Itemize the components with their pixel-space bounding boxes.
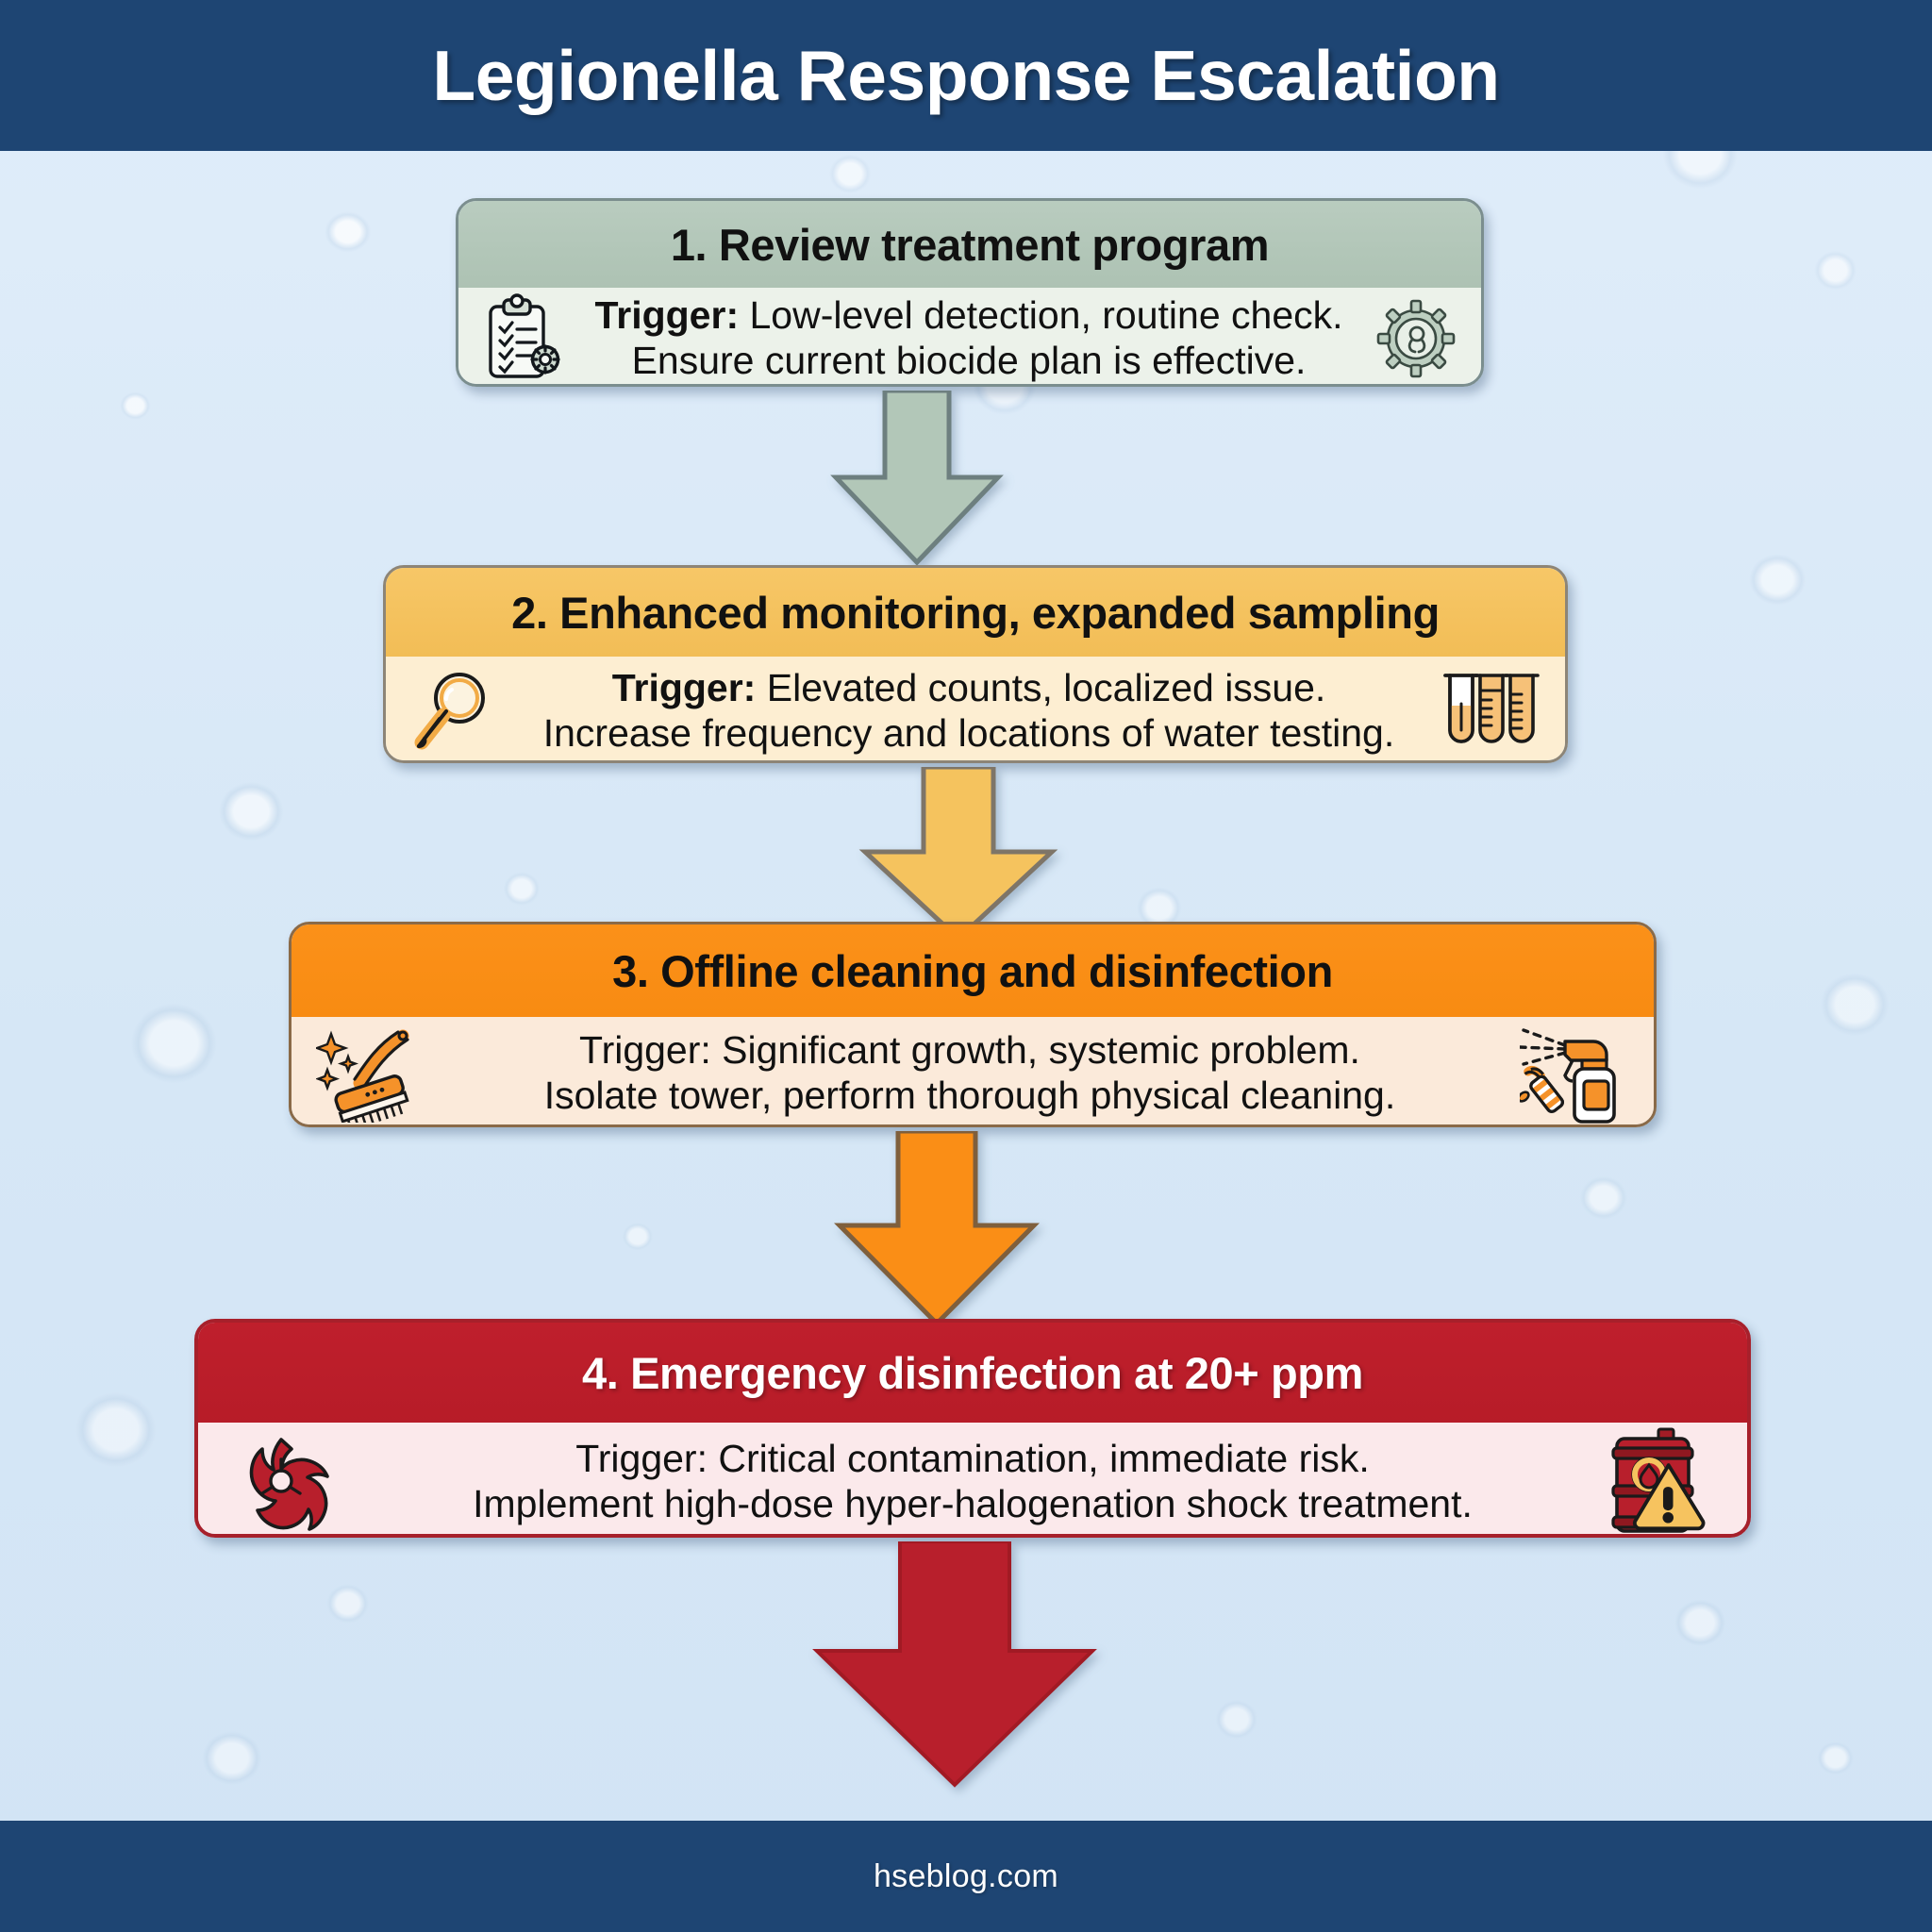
spray-bottle-icon — [1520, 1023, 1629, 1124]
test-tubes-icon — [1441, 666, 1541, 757]
footer-site-label: hseblog.com — [873, 1857, 1059, 1894]
scrub-brush-sparkle-icon — [316, 1024, 420, 1123]
step-4-trigger-text: Trigger: Critical contamination, immedia… — [340, 1437, 1606, 1527]
step-2-trigger-text: Trigger: Elevated counts, localized issu… — [497, 666, 1441, 757]
step-3-title: 3. Offline cleaning and disinfection — [612, 945, 1333, 996]
step-1-trigger-rest: Low-level detection, routine check. — [739, 293, 1343, 338]
step-3-header: 3. Offline cleaning and disinfection — [291, 924, 1654, 1017]
escalation-flow: 1. Review treatment program — [0, 151, 1932, 1821]
step-2-trigger-line2: Increase frequency and locations of wate… — [542, 711, 1395, 755]
step-card-1[interactable]: 1. Review treatment program — [456, 198, 1484, 387]
step-1-trigger-text: Trigger: Low-level detection, routine ch… — [562, 293, 1375, 384]
step-3-trigger-line1: Trigger: Significant growth, systemic pr… — [579, 1028, 1360, 1073]
step-4-body: Trigger: Critical contamination, immedia… — [198, 1423, 1747, 1534]
step-3-body: Trigger: Significant growth, systemic pr… — [291, 1017, 1654, 1124]
step-card-3[interactable]: 3. Offline cleaning and disinfection — [289, 922, 1657, 1127]
arrow-step1-to-step2 — [830, 391, 1004, 566]
page-title: Legionella Response Escalation — [432, 36, 1500, 115]
step-1-trigger-line2: Ensure current biocide plan is effective… — [631, 339, 1307, 382]
step-4-trigger-line2: Implement high-dose hyper-halogenation s… — [473, 1482, 1473, 1525]
step-1-body: Trigger: Low-level detection, routine ch… — [458, 288, 1481, 384]
arrow-step3-to-step4 — [832, 1131, 1041, 1329]
step-3-trigger-text: Trigger: Significant growth, systemic pr… — [420, 1028, 1520, 1119]
biohazard-icon — [223, 1426, 340, 1534]
gear-magnifier-icon — [1375, 298, 1457, 379]
step-2-body: Trigger: Elevated counts, localized issu… — [386, 657, 1565, 760]
step-1-trigger-label: Trigger: — [594, 293, 740, 338]
arrow-step2-to-step3 — [858, 767, 1059, 942]
step-4-header: 4. Emergency disinfection at 20+ ppm — [198, 1323, 1747, 1423]
step-1-header: 1. Review treatment program — [458, 201, 1481, 288]
arrow-step4-outcome — [809, 1541, 1098, 1790]
step-2-header: 2. Enhanced monitoring, expanded samplin… — [386, 568, 1565, 657]
step-1-title: 1. Review treatment program — [670, 219, 1270, 270]
step-3-trigger-line2: Isolate tower, perform thorough physical… — [543, 1074, 1396, 1117]
magnifying-glass-icon — [410, 667, 497, 756]
step-card-2[interactable]: 2. Enhanced monitoring, expanded samplin… — [383, 565, 1568, 763]
step-card-4[interactable]: 4. Emergency disinfection at 20+ ppm — [194, 1319, 1751, 1538]
step-2-title: 2. Enhanced monitoring, expanded samplin… — [511, 587, 1440, 638]
header-bar: Legionella Response Escalation — [0, 0, 1932, 151]
clipboard-checklist-gear-icon — [483, 293, 562, 384]
footer-bar: hseblog.com — [0, 1821, 1932, 1932]
step-4-trigger-line1: Trigger: Critical contamination, immedia… — [575, 1437, 1370, 1481]
step-4-title: 4. Emergency disinfection at 20+ ppm — [582, 1347, 1363, 1398]
hazmat-barrel-warning-icon — [1606, 1427, 1723, 1534]
step-2-trigger-label: Trigger: — [611, 666, 757, 710]
step-2-trigger-rest: Elevated counts, localized issue. — [756, 666, 1326, 710]
